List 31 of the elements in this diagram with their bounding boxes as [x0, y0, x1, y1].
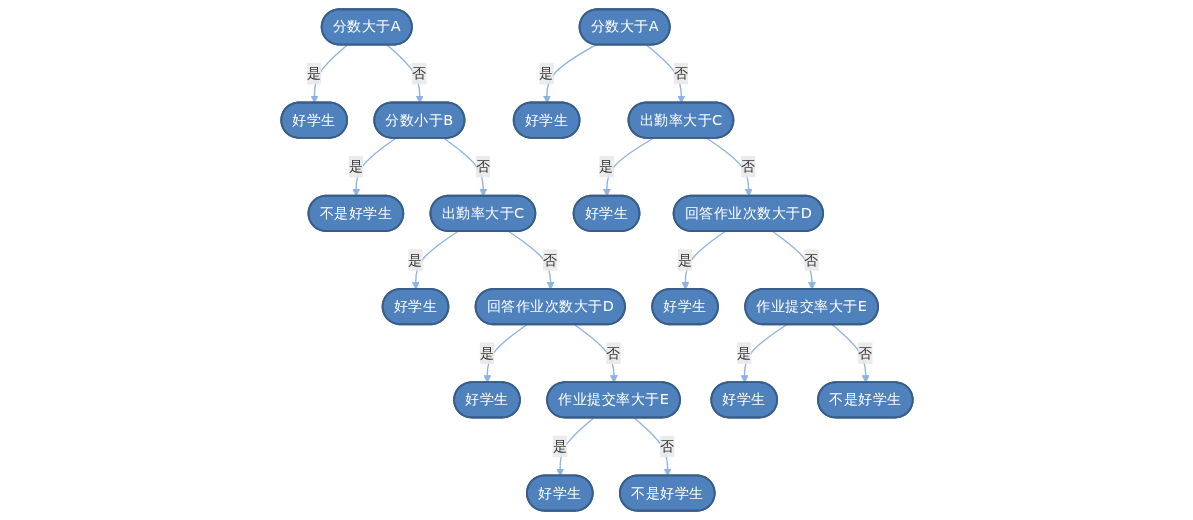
edge-label: 是 — [677, 250, 692, 269]
edge-label: 是 — [348, 157, 363, 175]
arrow — [385, 44, 424, 104]
arrow — [542, 44, 596, 104]
arrow — [351, 137, 396, 197]
edge-label: 否 — [542, 250, 558, 269]
arrow — [645, 44, 685, 104]
edge-label: 否 — [740, 157, 756, 175]
edge-label: 是 — [552, 437, 567, 455]
edge-label: 是 — [598, 157, 614, 175]
arrow — [507, 230, 555, 290]
edge-label: 否 — [857, 344, 873, 362]
edge-label: 是 — [479, 344, 494, 362]
edge-label: 是 — [736, 344, 751, 362]
arrow — [771, 230, 816, 290]
arrow — [740, 324, 787, 383]
edge-label: 否 — [659, 437, 675, 455]
edge-label: 是 — [306, 64, 321, 82]
edge-label: 否 — [803, 250, 819, 269]
edge-label: 否 — [411, 64, 427, 82]
edge-label: 是 — [538, 64, 554, 82]
arrow — [411, 230, 458, 290]
edge-label: 否 — [475, 157, 490, 175]
edge-label: 否 — [605, 344, 621, 362]
edge-label: 是 — [407, 250, 423, 269]
edge-label: 否 — [673, 64, 688, 82]
arrow — [573, 324, 618, 383]
arrow — [705, 137, 753, 197]
arrow — [602, 137, 654, 197]
arrow — [442, 137, 487, 197]
arrow — [310, 44, 348, 104]
